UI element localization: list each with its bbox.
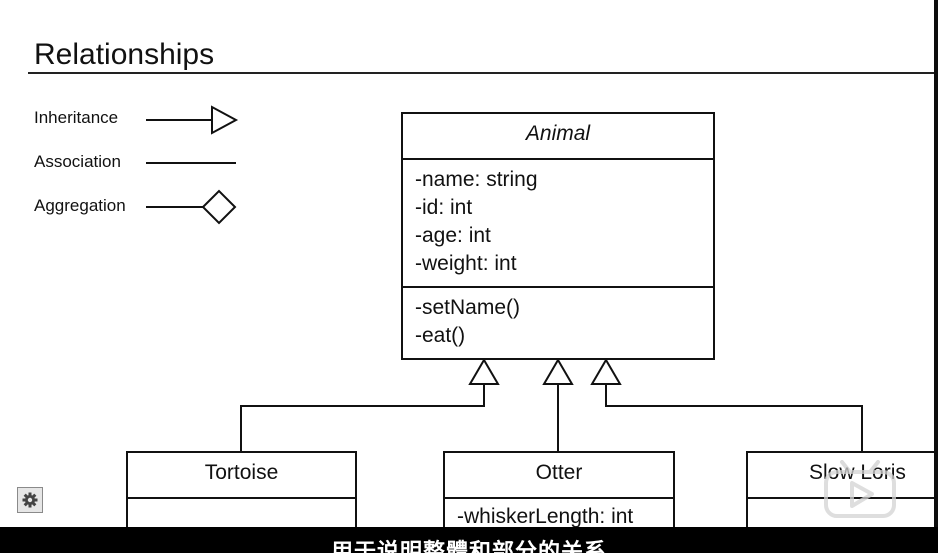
subtitle-bar: 用于说明整體和部分的关系 xyxy=(0,527,938,553)
class-otter: Otter -whiskerLength: int xyxy=(443,451,675,541)
attribute-row: -weight: int xyxy=(415,252,517,275)
class-otter-attributes: -whiskerLength: int xyxy=(445,499,673,537)
class-animal: Animal -name: string -id: int -age: int … xyxy=(401,112,715,360)
legend-inheritance-arrow xyxy=(211,105,239,135)
attribute-row: -id: int xyxy=(415,196,473,219)
legend-association-label: Association xyxy=(34,152,121,171)
play-logo-icon xyxy=(824,460,896,518)
legend-inheritance-label: Inheritance xyxy=(34,108,119,127)
class-slow-loris: Slow Loris xyxy=(746,451,938,541)
tortoise-inheritance-arrow xyxy=(468,358,500,385)
window-edge xyxy=(934,0,938,527)
method-row: -eat() xyxy=(415,324,466,347)
attribute-row: -age: int xyxy=(415,224,491,247)
class-otter-name: Otter xyxy=(445,453,673,499)
attribute-row: -whiskerLength: int xyxy=(457,505,634,528)
legend-aggregation-diamond xyxy=(201,189,237,225)
class-animal-name: Animal xyxy=(403,114,713,160)
class-animal-attributes: -name: string -id: int -age: int -weight… xyxy=(403,160,713,288)
settings-button[interactable] xyxy=(17,487,43,513)
method-row: -setName() xyxy=(415,296,521,319)
title-underline xyxy=(28,72,938,74)
relationship-lines xyxy=(146,105,863,453)
gear-icon xyxy=(22,492,38,508)
tortoise-inheritance-line xyxy=(240,384,485,453)
attribute-row: -name: string xyxy=(415,168,538,191)
class-animal-methods: -setName() -eat() xyxy=(403,288,713,356)
class-tortoise-name: Tortoise xyxy=(128,453,355,499)
slide-title: Relationships xyxy=(34,38,215,71)
legend-aggregation-label: Aggregation xyxy=(34,196,126,215)
otter-inheritance-arrow xyxy=(542,358,574,385)
subtitle-text: 用于说明整體和部分的关系 xyxy=(330,539,607,553)
slow-loris-inheritance-line xyxy=(605,384,863,453)
slow-loris-inheritance-arrow xyxy=(590,358,622,385)
